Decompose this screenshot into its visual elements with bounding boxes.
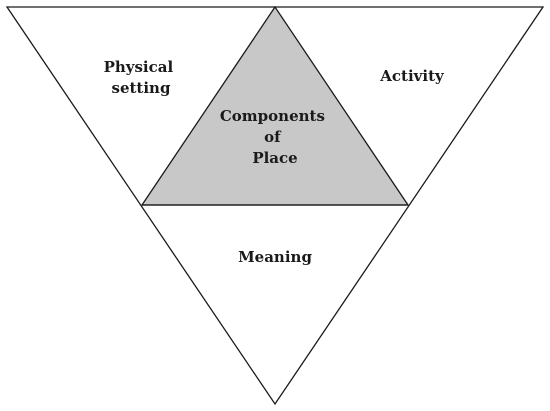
center-label-line2: of [264,128,282,146]
physical-setting-label: Physical setting [104,58,179,97]
physical-setting-line2: setting [112,79,171,97]
center-label-line1: Components [220,107,325,125]
activity-label: Activity [379,67,445,85]
center-label-line3: Place [252,149,297,167]
components-of-place-label: Components of Place [220,107,330,167]
physical-setting-line1: Physical [104,58,174,76]
meaning-label: Meaning [238,248,312,266]
center-triangle [140,5,410,206]
